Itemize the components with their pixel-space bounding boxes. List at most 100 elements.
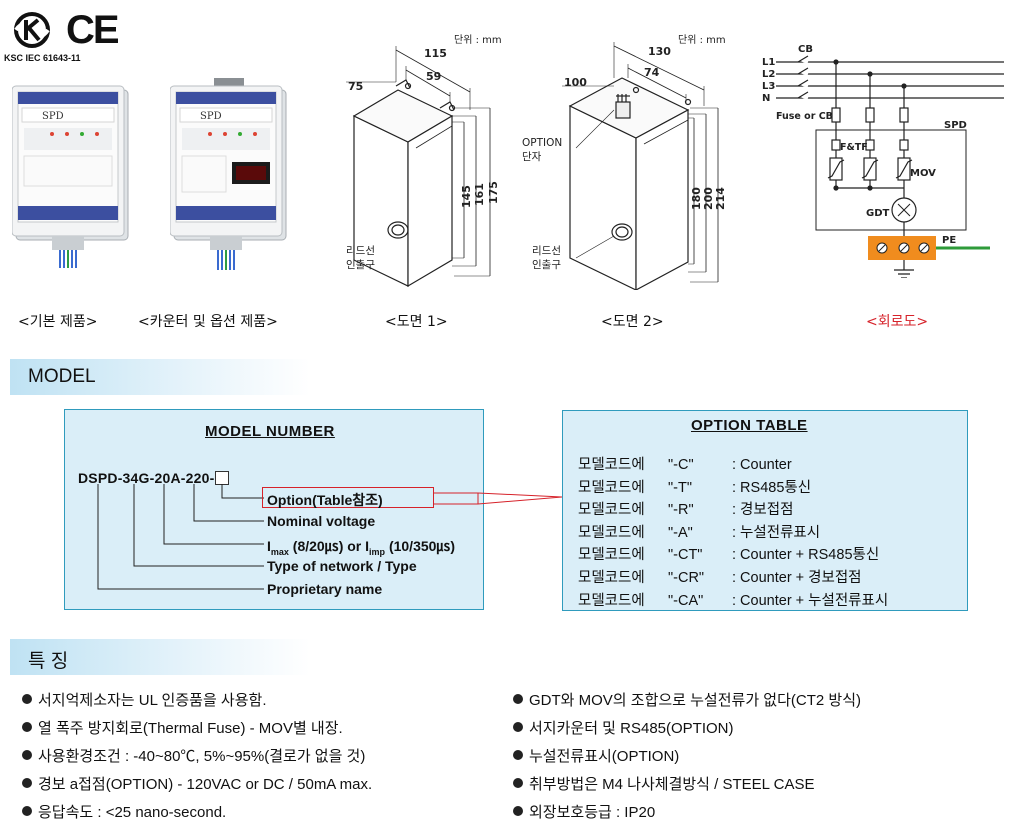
circuit-diagram: L1 L2 L3 N CB Fuse or CB F&TF MOV SPD GD… (762, 44, 1004, 278)
label-proprietary-name: Proprietary name (267, 581, 383, 597)
option-row-prefix: 모델코드에 (578, 457, 645, 473)
bullet-icon (513, 778, 523, 788)
option-row-prefix: 모델코드에 (578, 502, 645, 519)
model-connector-lines (97, 484, 264, 590)
option-row-prefix: 모델코드에 (578, 547, 645, 564)
drawing1-dim-h2: 161 (473, 183, 486, 206)
drawing2-outlet-label: 인출구 (532, 259, 561, 271)
bullet-icon (513, 722, 523, 732)
option-row-desc: : Counter + RS485통신 (732, 547, 880, 564)
option-row-code: "-CR" (668, 570, 705, 586)
drawing2-option-label: OPTION (522, 137, 562, 149)
option-arrow (434, 492, 563, 505)
caption-drawing1: <도면 1> (385, 314, 448, 330)
feature-text: 경보 a접점(OPTION) - 120VAC or DC / 50mA max… (38, 776, 373, 793)
option-row-desc: : RS485통신 (732, 479, 812, 496)
caption-drawing2: <도면 2> (601, 314, 664, 330)
label-current: Imax (8/20㎲) or Iimp (10/350㎲) (267, 536, 455, 557)
option-row-desc: : Counter + 누설전류표시 (732, 592, 889, 609)
drawing1-outlet-label: 인출구 (346, 259, 375, 271)
option-row: 모델코드에"-CA": Counter + 누설전류표시 (578, 589, 888, 610)
drawing1-lead-label: 리드선 (346, 245, 375, 257)
feature-item: GDT와 MOV의 조합으로 누설전류가 없다(CT2 방식) (513, 689, 861, 710)
option-row-code: "-A" (668, 524, 693, 541)
feature-text: 서지카운터 및 RS485(OPTION) (529, 720, 734, 737)
spd-label: SPD (944, 120, 967, 131)
bullet-icon (513, 806, 523, 816)
model-number-title: MODEL NUMBER (205, 423, 335, 440)
feature-text: 응답속도 : <25 nano-second. (38, 804, 227, 821)
bullet-icon (22, 750, 32, 760)
feature-item: 외장보호등급 : IP20 (513, 801, 655, 822)
feature-text: 서지억제소자는 UL 인증품을 사용함. (38, 692, 267, 709)
line-n-label: N (762, 93, 770, 104)
drawing1-dim-h1: 145 (460, 185, 473, 208)
feature-text: 누설전류표시(OPTION) (529, 748, 680, 765)
bullet-icon (513, 694, 523, 704)
option-row-desc: : Counter (732, 457, 792, 473)
feature-text: 사용환경조건 : -40~80℃, 5%~95%(결로가 없을 것) (38, 748, 366, 765)
kc-mark-icon (14, 12, 50, 48)
drawing2-dim-h3: 214 (714, 187, 727, 210)
feature-item: 열 폭주 방지회로(Thermal Fuse) - MOV별 내장. (22, 717, 343, 738)
drawing2-terminal-label: 단자 (522, 151, 542, 163)
line-l2-label: L2 (762, 69, 775, 80)
svg-text:SPD: SPD (200, 111, 222, 122)
cb-label: CB (798, 44, 813, 55)
mov-label: MOV (910, 168, 936, 179)
feature-item: 취부방법은 M4 나사체결방식 / STEEL CASE (513, 773, 814, 794)
option-highlight-box (262, 487, 434, 508)
label-network-type: Type of network / Type (267, 558, 417, 574)
drawing-1: 단위 : mm 115 59 75 145 161 175 리드선 인출구 (346, 33, 502, 288)
option-row: 모델코드에 "-A" : 누설전류표시 (578, 521, 820, 542)
feature-item: 서지카운터 및 RS485(OPTION) (513, 717, 734, 738)
counter-product-image: SPD (169, 78, 290, 270)
label-option: Option(Table참조) (267, 492, 383, 508)
option-row-code: "-T" (668, 479, 692, 496)
current-i-text: I (267, 538, 271, 554)
drawing1-dim-tab: 59 (426, 70, 441, 83)
label-nominal-voltage: Nominal voltage (267, 513, 376, 529)
current-mid-text: (8/20㎲) or I (288, 538, 370, 554)
option-row-prefix: 모델코드에 (578, 479, 645, 496)
standard-label: KSC IEC 61643-11 (4, 53, 81, 63)
imp-sub: imp (369, 546, 386, 557)
bullet-icon (22, 778, 32, 788)
feature-item: 응답속도 : <25 nano-second. (22, 801, 226, 822)
feature-item: 누설전류표시(OPTION) (513, 745, 679, 766)
option-placeholder-box (215, 471, 230, 485)
imax-sub: max (270, 546, 289, 557)
option-row-code: "-CT" (668, 547, 703, 564)
model-section-header: MODEL (10, 359, 310, 395)
option-row-desc: : 누설전류표시 (732, 524, 821, 541)
feature-text: 열 폭주 방지회로(Thermal Fuse) - MOV별 내장. (38, 720, 343, 737)
current-end-text: (10/350㎲) (385, 538, 456, 554)
model-header-text: MODEL (28, 366, 96, 387)
svg-text:SPD: SPD (42, 111, 64, 122)
feature-text: 외장보호등급 : IP20 (529, 804, 656, 821)
feature-item: 경보 a접점(OPTION) - 120VAC or DC / 50mA max… (22, 773, 372, 794)
drawing2-unit: 단위 : mm (678, 33, 726, 46)
caption-circuit: <회로도> (866, 314, 929, 330)
line-l1-label: L1 (762, 57, 775, 68)
drawing2-dim-depth: 100 (564, 76, 587, 89)
drawing-2: 단위 : mm 130 74 100 180 200 214 OPTION 단자… (522, 33, 727, 290)
drawing1-dim-h3: 175 (487, 181, 500, 204)
drawing2-dim-h1: 180 (690, 187, 703, 210)
option-row-prefix: 모델코드에 (578, 524, 645, 541)
option-row: 모델코드에 "-T" : RS485통신 (578, 476, 811, 497)
drawing1-unit: 단위 : mm (454, 33, 502, 46)
option-row-code: "-CA" (668, 592, 704, 609)
bullet-icon (22, 806, 32, 816)
pe-label: PE (942, 235, 956, 246)
line-l3-label: L3 (762, 81, 775, 92)
option-row: 모델코드에"-R": 경보접점 (578, 498, 793, 519)
basic-product-image: SPD (11, 82, 132, 268)
option-table-title: OPTION TABLE (691, 417, 808, 434)
option-row-prefix: 모델코드에 (578, 570, 645, 586)
drawing2-dim-tab: 74 (644, 66, 660, 79)
features-section-header: 특 징 (10, 639, 310, 675)
option-row: 모델코드에"-C": Counter (578, 453, 792, 474)
fuse-label: Fuse or CB (776, 111, 833, 122)
feature-text: 취부방법은 M4 나사체결방식 / STEEL CASE (529, 776, 815, 793)
